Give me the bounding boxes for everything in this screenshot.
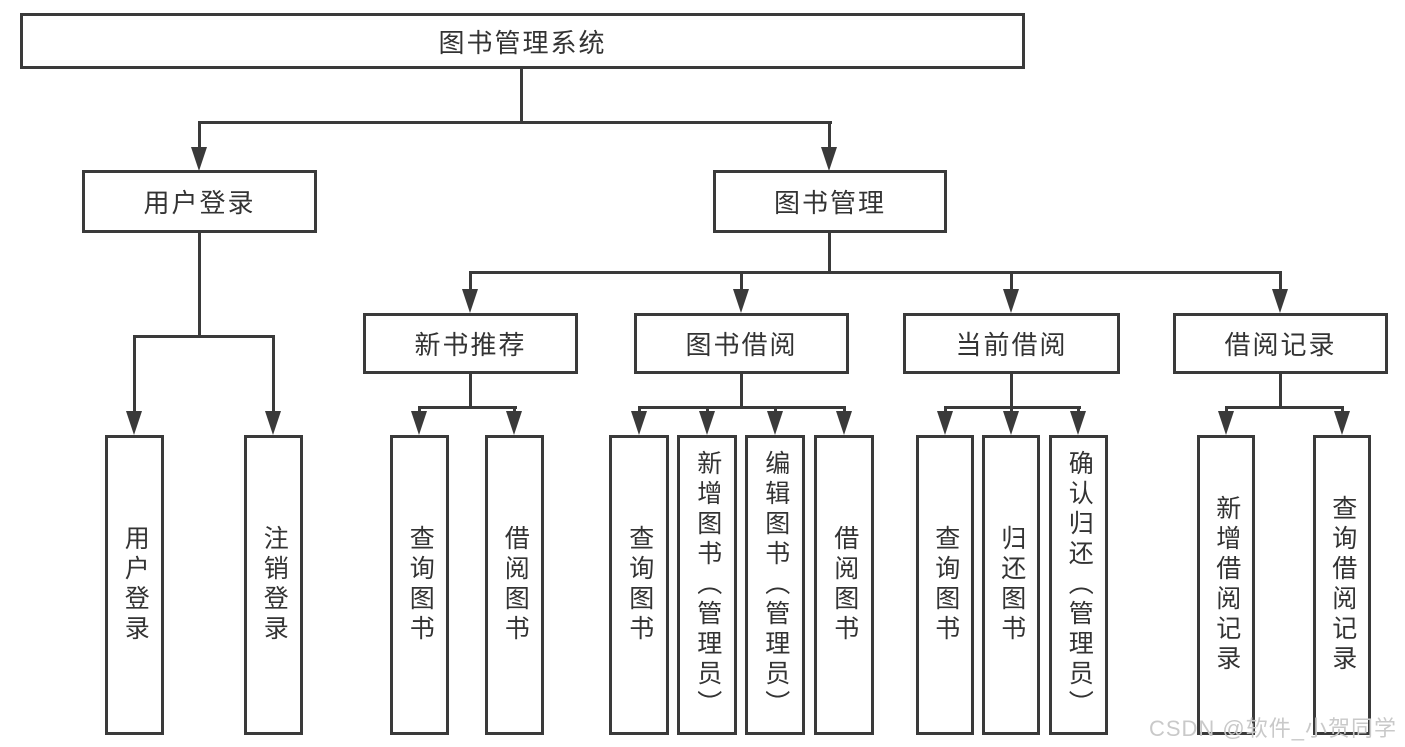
node-book-borrowing: 图书借阅: [634, 313, 849, 374]
leaf-return-books: 归还图书: [982, 435, 1040, 735]
connector-line: [843, 406, 846, 415]
connector-line: [198, 232, 201, 338]
arrowhead-down-icon: [1003, 289, 1019, 313]
connector-line: [133, 335, 136, 413]
connector-line: [1279, 271, 1282, 291]
arrowhead-down-icon: [699, 411, 715, 435]
leaf-label: 用户登录: [121, 525, 150, 645]
arrowhead-down-icon: [767, 411, 783, 435]
arrowhead-down-icon: [1272, 289, 1288, 313]
connector-line: [1225, 406, 1228, 415]
arrowhead-down-icon: [462, 289, 478, 313]
arrowhead-down-icon: [733, 289, 749, 313]
leaf-confirm-return-admin: 确认归还（管理员）: [1049, 435, 1108, 735]
arrowhead-down-icon: [126, 411, 142, 435]
leaf-label: 注销登录: [260, 525, 289, 645]
connector-line: [740, 271, 743, 291]
leaf-label: 确认归还（管理员）: [1065, 450, 1094, 720]
arrowhead-down-icon: [631, 411, 647, 435]
arrowhead-down-icon: [1003, 411, 1019, 435]
connector-line: [469, 373, 472, 409]
arrowhead-down-icon: [836, 411, 852, 435]
arrowhead-down-icon: [821, 147, 837, 171]
leaf-borrow-books-recommend: 借阅图书: [485, 435, 544, 735]
connector-line: [1010, 271, 1013, 291]
leaf-label: 新增借阅记录: [1212, 495, 1241, 675]
leaf-label: 查询图书: [625, 525, 654, 645]
arrowhead-down-icon: [1334, 411, 1350, 435]
leaf-add-borrow-record: 新增借阅记录: [1197, 435, 1255, 735]
connector-line: [133, 335, 275, 338]
arrowhead-down-icon: [937, 411, 953, 435]
connector-line: [418, 406, 421, 415]
connector-line: [1225, 406, 1344, 409]
leaf-logout: 注销登录: [244, 435, 303, 735]
leaf-borrow-books: 借阅图书: [814, 435, 874, 735]
node-current-borrowing: 当前借阅: [903, 313, 1120, 374]
arrowhead-down-icon: [1070, 411, 1086, 435]
leaf-query-books-current: 查询图书: [916, 435, 974, 735]
arrowhead-down-icon: [506, 411, 522, 435]
connector-line: [944, 406, 947, 415]
leaf-query-books-borrowing: 查询图书: [609, 435, 669, 735]
arrowhead-down-icon: [1218, 411, 1234, 435]
csdn-watermark: CSDN @软件_小贺同学: [1148, 716, 1397, 741]
connector-line: [1010, 373, 1013, 409]
leaf-label: 新增图书（管理员）: [693, 450, 722, 720]
connector-line: [774, 406, 777, 415]
node-user-login: 用户登录: [82, 170, 317, 233]
connector-line: [1279, 373, 1282, 409]
connector-line: [198, 121, 832, 124]
node-library-management-system: 图书管理系统: [20, 13, 1025, 69]
arrowhead-down-icon: [411, 411, 427, 435]
connector-line: [740, 373, 743, 409]
leaf-label: 编辑图书（管理员）: [761, 450, 790, 720]
arrowhead-down-icon: [265, 411, 281, 435]
connector-line: [828, 121, 831, 151]
leaf-query-borrow-record: 查询借阅记录: [1313, 435, 1371, 735]
leaf-label: 借阅图书: [830, 525, 859, 645]
leaf-query-books-recommend: 查询图书: [390, 435, 449, 735]
arrowhead-down-icon: [191, 147, 207, 171]
leaf-user-login: 用户登录: [105, 435, 164, 735]
node-new-book-recommend: 新书推荐: [363, 313, 578, 374]
connector-line: [513, 406, 516, 415]
connector-line: [198, 121, 201, 151]
node-book-management: 图书管理: [713, 170, 947, 233]
connector-line: [638, 406, 641, 415]
connector-line: [418, 406, 517, 409]
node-borrowing-records: 借阅记录: [1173, 313, 1388, 374]
leaf-label: 归还图书: [997, 525, 1026, 645]
leaf-label: 查询图书: [931, 525, 960, 645]
connector-line: [272, 335, 275, 413]
connector-line: [706, 406, 709, 415]
connector-line: [638, 406, 846, 409]
connector-line: [1077, 406, 1080, 415]
leaf-edit-books-admin: 编辑图书（管理员）: [745, 435, 805, 735]
connector-line: [469, 271, 1282, 274]
connector-line: [828, 232, 831, 273]
connector-line: [1341, 406, 1344, 415]
connector-line: [1010, 406, 1013, 415]
leaf-label: 查询借阅记录: [1328, 495, 1357, 675]
leaf-label: 借阅图书: [501, 525, 530, 645]
leaf-label: 查询图书: [406, 525, 435, 645]
connector-line: [469, 271, 472, 291]
connector-line: [520, 69, 523, 123]
leaf-add-books-admin: 新增图书（管理员）: [677, 435, 737, 735]
